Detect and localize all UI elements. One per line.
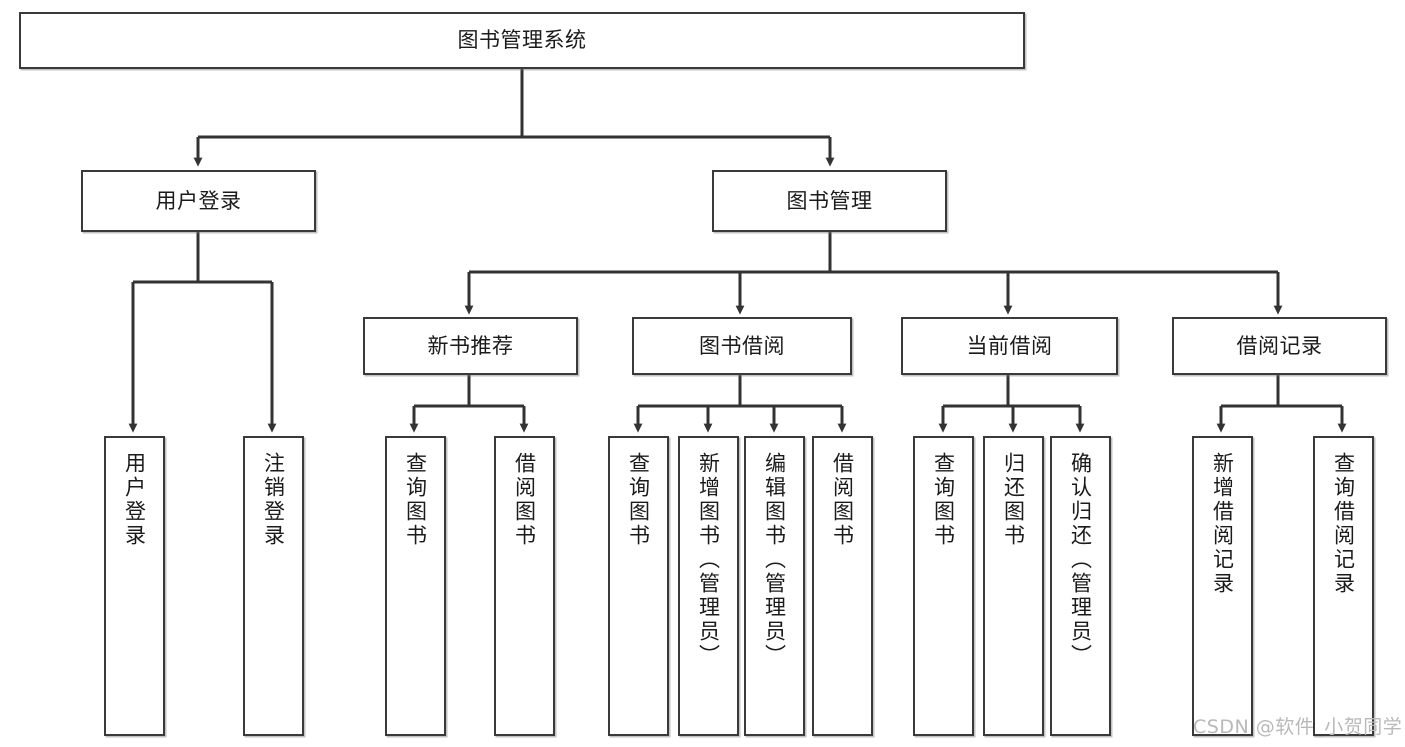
node-label: 借阅图书 — [830, 452, 855, 548]
node-label: 图书管理 — [786, 188, 873, 213]
node-label: 借阅记录 — [1236, 333, 1323, 358]
leaf-book-borrow-lend[interactable]: 借阅图书 — [812, 436, 873, 736]
node-label: 编辑图书（管理员） — [762, 452, 787, 668]
node-label: 归还图书 — [1001, 452, 1026, 548]
node-label: 查询图书 — [403, 452, 428, 548]
leaf-current-borrow-query[interactable]: 查询图书 — [913, 436, 974, 736]
node-label: 新书推荐 — [427, 333, 514, 358]
leaf-borrow-record-add[interactable]: 新增借阅记录 — [1192, 436, 1253, 736]
node-label: 查询图书 — [931, 452, 956, 548]
leaf-user-login-login[interactable]: 用户登录 — [104, 436, 165, 736]
leaf-current-borrow-confirm[interactable]: 确认归还（管理员） — [1050, 436, 1111, 736]
node-label: 注销登录 — [261, 452, 286, 548]
leaf-new-book-query[interactable]: 查询图书 — [385, 436, 446, 736]
leaf-new-book-borrow[interactable]: 借阅图书 — [494, 436, 555, 736]
leaf-book-borrow-edit[interactable]: 编辑图书（管理员） — [744, 436, 805, 736]
node-book-management[interactable]: 图书管理 — [712, 170, 947, 232]
node-label: 用户登录 — [122, 452, 147, 548]
leaf-book-borrow-add[interactable]: 新增图书（管理员） — [678, 436, 739, 736]
node-root-system[interactable]: 图书管理系统 — [19, 12, 1025, 69]
node-label: 当前借阅 — [966, 333, 1053, 358]
node-label: 图书借阅 — [699, 333, 785, 358]
node-label: 图书管理系统 — [457, 28, 587, 53]
leaf-user-login-logout[interactable]: 注销登录 — [243, 436, 304, 736]
node-label: 查询借阅记录 — [1331, 452, 1356, 596]
node-label: 新增图书（管理员） — [696, 452, 721, 668]
leaf-book-borrow-query[interactable]: 查询图书 — [608, 436, 669, 736]
node-user-login[interactable]: 用户登录 — [81, 170, 316, 232]
node-label: 查询图书 — [626, 452, 651, 548]
node-label: 借阅图书 — [512, 452, 537, 548]
node-label: 新增借阅记录 — [1210, 452, 1235, 596]
leaf-current-borrow-return[interactable]: 归还图书 — [983, 436, 1044, 736]
node-borrow-record[interactable]: 借阅记录 — [1172, 317, 1387, 375]
node-label: 确认归还（管理员） — [1068, 452, 1093, 668]
node-current-borrow[interactable]: 当前借阅 — [901, 317, 1118, 375]
node-label: 用户登录 — [155, 188, 242, 213]
watermark-text: CSDN @软件_小贺同学 — [1193, 716, 1403, 738]
node-book-borrow[interactable]: 图书借阅 — [632, 317, 852, 375]
leaf-borrow-record-query[interactable]: 查询借阅记录 — [1313, 436, 1374, 736]
node-new-book-recommend[interactable]: 新书推荐 — [363, 317, 578, 375]
